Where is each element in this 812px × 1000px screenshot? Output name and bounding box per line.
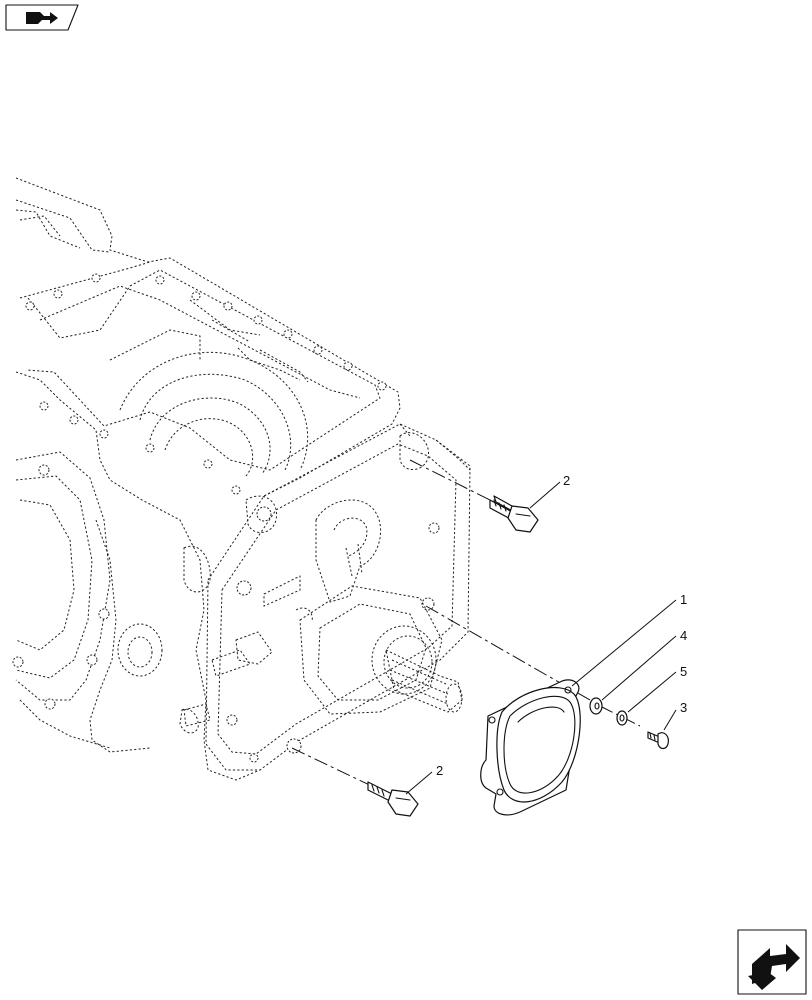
callout-cover: 1 (680, 592, 687, 607)
assembly-centerlines (291, 459, 641, 791)
transmission-housing (12, 177, 401, 781)
washer (589, 697, 603, 715)
callout-bolt-upper: 2 (563, 473, 570, 488)
cap-screw (647, 731, 669, 750)
callout-bolt-lower: 2 (436, 763, 443, 778)
callout-leaders (405, 481, 677, 795)
bolt-lower (367, 781, 419, 817)
callout-lock-washer: 5 (680, 664, 687, 679)
callout-washer: 4 (680, 628, 687, 643)
cover (480, 679, 581, 816)
lock-washer (616, 710, 628, 726)
book-arrow-icon[interactable] (5, 4, 79, 31)
bolt-upper (489, 495, 539, 533)
rear-cover-plate (183, 423, 471, 771)
callout-cap-screw: 3 (680, 700, 687, 715)
return-arrow-icon[interactable] (737, 929, 807, 995)
